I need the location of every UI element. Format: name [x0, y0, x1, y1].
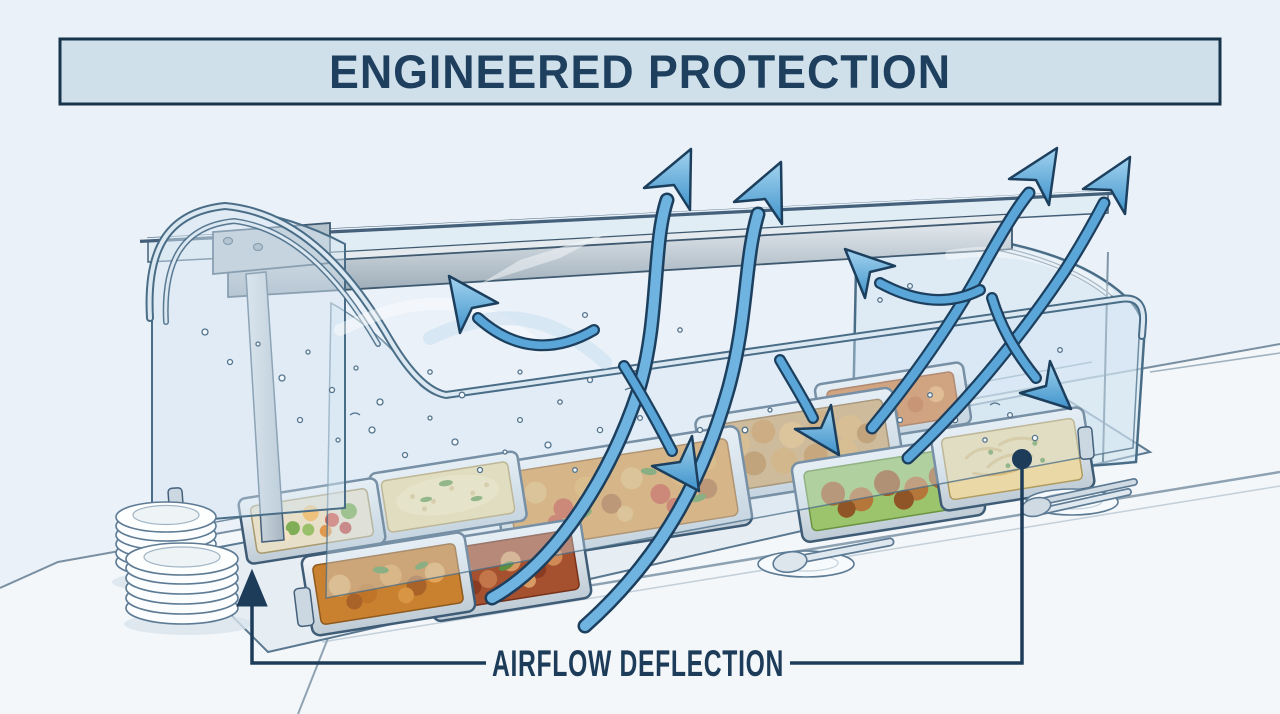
page-title: ENGINEERED PROTECTION: [329, 45, 951, 98]
airflow-arrow-icon: [843, 247, 986, 306]
airflow-arrow-icon: [447, 274, 600, 352]
glass-reflections: [334, 246, 1113, 369]
airflow-arrow-icon: [986, 292, 1073, 411]
glass-clip: [293, 586, 315, 628]
glass-clip: [1077, 426, 1095, 460]
plate-stack: [124, 542, 252, 635]
sneeze-guard-canopy: [139, 190, 1148, 628]
food-trays: [237, 361, 1096, 637]
glass-end-panel-left: [150, 206, 346, 526]
airflow-arrows: [447, 146, 1132, 634]
airflow-arrow-icon: [618, 360, 701, 493]
airflow-arrow-icon: [865, 146, 1059, 435]
leader-dot: [1012, 449, 1032, 469]
airflow-arrow-icon: [774, 354, 841, 457]
leader-line-left: [250, 600, 486, 665]
airflow-arrow-icon: [577, 160, 784, 634]
title-banner: ENGINEERED PROTECTION: [58, 37, 1222, 106]
caption-label: AIRFLOW DEFLECTION: [492, 643, 784, 684]
serving-tongs: [1020, 478, 1138, 518]
airflow-arrow-icon: [901, 155, 1132, 465]
leader-lines: [236, 449, 1032, 665]
leader-line-right: [790, 466, 1024, 665]
food-tray: [368, 450, 528, 544]
serving-spoon: [757, 537, 895, 578]
